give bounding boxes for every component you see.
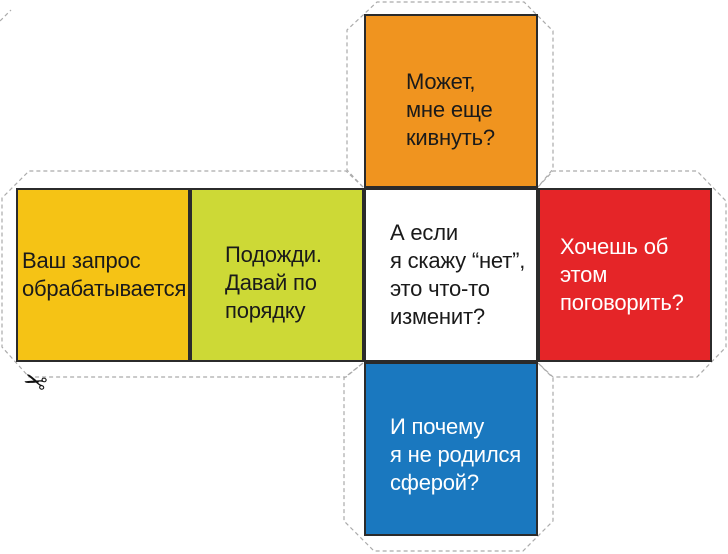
face-orange-label: Может, мне еще кивнуть? xyxy=(406,69,495,150)
face-orange: Может, мне еще кивнуть? xyxy=(364,14,538,188)
face-blue-label: И почему я не родился сферой? xyxy=(390,414,521,495)
cut-line-orange-tab xyxy=(346,1,554,188)
cut-line-red-tab xyxy=(537,170,727,378)
face-yellow-label: Ваш запрос обрабатывается xyxy=(22,248,187,301)
face-white: А если я скажу “нет”, это что-то изменит… xyxy=(364,188,538,362)
face-red-label: Хочешь об этом поговорить? xyxy=(560,234,684,315)
face-white-label: А если я скажу “нет”, это что-то изменит… xyxy=(390,220,526,329)
cut-line-blue-tab xyxy=(343,362,554,552)
face-red: Хочешь об этом поговорить? xyxy=(538,188,712,362)
face-blue: И почему я не родился сферой? xyxy=(364,362,538,536)
face-green: Подожди. Давай по порядку xyxy=(190,188,364,362)
cut-line-corner-tick xyxy=(0,9,12,22)
face-yellow: Ваш запрос обрабатывается xyxy=(16,188,190,362)
face-green-label: Подожди. Давай по порядку xyxy=(225,242,322,323)
